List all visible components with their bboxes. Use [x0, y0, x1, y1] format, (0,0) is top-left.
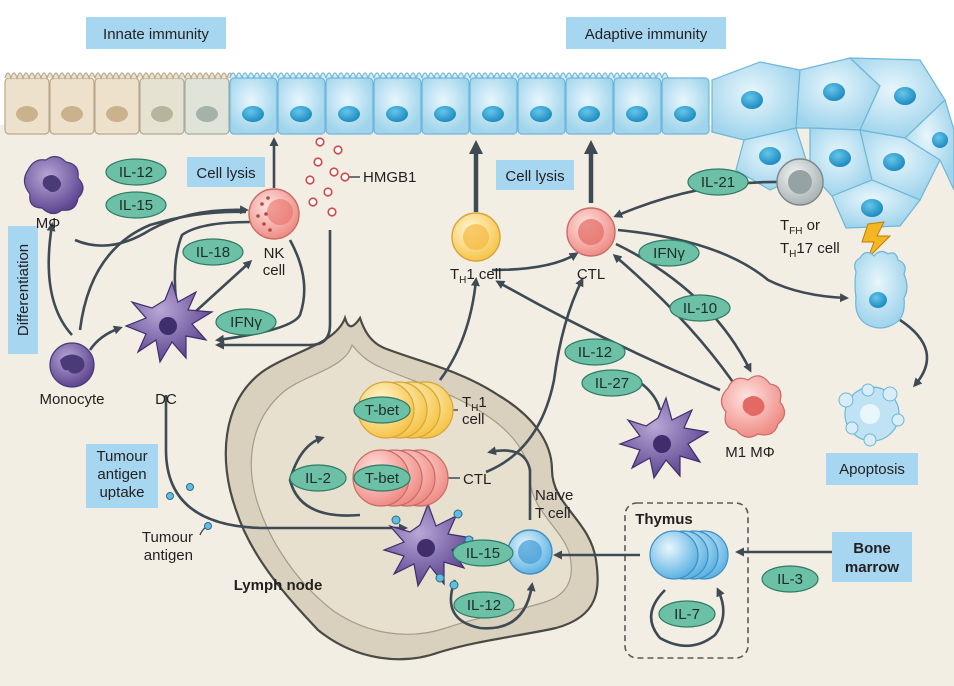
naive-label-1: Naive	[535, 487, 573, 504]
tumour-antigen-particle	[166, 492, 174, 500]
thymus-cells	[649, 530, 729, 580]
tumour-antigen-label-2: antigen	[144, 547, 193, 564]
tbet-th1-label: T-bet	[365, 402, 400, 419]
bone-marrow-box	[832, 532, 912, 582]
adaptive-immunity-header	[566, 17, 726, 49]
bone-marrow-line2: marrow	[845, 559, 900, 576]
il15-top-label: IL-15	[119, 197, 153, 214]
naive-label-2: T cell	[535, 505, 571, 522]
cell-lysis-box-left	[187, 157, 265, 187]
tfh-th17-nucleus	[788, 170, 812, 194]
ctl-label: CTL	[577, 266, 605, 283]
dendritic-cell-mid	[618, 396, 710, 480]
ifng-right-label: IFNγ	[653, 245, 685, 262]
tumour-antigen-particle	[204, 522, 212, 530]
cytokine-pills: IL-12 IL-15 IL-18 IFNγ IL-21 IFNγ IL-10 …	[105, 158, 819, 628]
thymus-label: Thymus	[635, 511, 693, 528]
innate-immunity-header	[86, 17, 226, 49]
ln-th1-cell-label: cell	[462, 411, 485, 428]
lymph-node-label: Lymph node	[234, 577, 323, 594]
tumour-antigen-label-1: Tumour	[142, 529, 193, 546]
cell-lysis-box-right	[496, 160, 574, 190]
il12-top-label: IL-12	[119, 164, 153, 181]
il12-mid-label: IL-12	[578, 344, 612, 361]
ifng-left-label: IFNγ	[230, 314, 262, 331]
lightning-icon	[861, 221, 892, 259]
adaptive-immunity-label: Adaptive immunity	[585, 26, 708, 43]
il3-label: IL-3	[777, 571, 803, 588]
il10-label: IL-10	[683, 300, 717, 317]
epithelium-beige	[4, 72, 234, 135]
tumour-cell-dying	[854, 250, 908, 329]
hmgb1-particles	[305, 137, 350, 217]
ln-ctl-label: CTL	[463, 471, 491, 488]
tumour-antigen-uptake-box	[86, 444, 158, 508]
naive-t-cell-nucleus	[518, 540, 542, 564]
il12-ln-label: IL-12	[467, 597, 501, 614]
apoptosis-box	[826, 453, 918, 485]
arrows	[46, 137, 929, 648]
m1-macrophage-nucleus	[742, 396, 765, 416]
apoptotic-cell	[838, 383, 905, 447]
innate-immunity-label: Innate immunity	[103, 26, 209, 43]
tumour-antigen-particle	[186, 483, 194, 491]
th1-cell-label: TH1 cell	[450, 266, 501, 286]
nk-nucleus	[267, 199, 293, 225]
differentiation-label: Differentiation	[15, 244, 32, 336]
epithelium-blue	[229, 72, 710, 135]
macrophage-label: MΦ	[36, 215, 60, 232]
tumour-antigen-uptake-line3: uptake	[99, 484, 144, 501]
differentiation-box	[8, 226, 38, 354]
nk-cell-label-1: NK	[264, 245, 285, 262]
nk-granules	[256, 196, 272, 232]
il21-label: IL-21	[701, 174, 735, 191]
il18-label: IL-18	[196, 244, 230, 261]
cell-lysis-label-right: Cell lysis	[505, 168, 564, 185]
bone-marrow-line1: Bone	[853, 540, 891, 557]
th1-nucleus	[463, 224, 489, 250]
cell-lysis-label-left: Cell lysis	[196, 165, 255, 182]
ln-th1-label: TH1	[462, 394, 487, 414]
il2-label: IL-2	[305, 470, 331, 487]
il27-label: IL-27	[595, 375, 629, 392]
monocyte-nucleus	[60, 354, 85, 374]
tfh-label: TFH or	[780, 217, 820, 237]
il7-label: IL-7	[674, 606, 700, 623]
th17-label: TH17 cell	[780, 240, 840, 260]
macrophage-nucleus	[42, 175, 61, 192]
m1-macrophage-label: M1 MΦ	[725, 444, 775, 461]
monocyte-label: Monocyte	[39, 391, 104, 408]
tumour-cell-dying-nucleus	[869, 292, 887, 308]
apoptosis-label: Apoptosis	[839, 461, 905, 478]
dendritic-cell-left	[124, 280, 214, 364]
nk-cell-label-2: cell	[263, 262, 286, 279]
dc-label: DC	[155, 391, 177, 408]
hmgb1-label: HMGB1	[363, 169, 416, 186]
tbet-ctl-label: T-bet	[365, 470, 400, 487]
il15-ln-label: IL-15	[466, 545, 500, 562]
ctl-nucleus	[578, 219, 604, 245]
tumour-antigen-uptake-line1: Tumour	[96, 448, 147, 465]
tumour-cell-cluster	[711, 57, 954, 229]
dendritic-cell-lymph-node	[382, 502, 474, 590]
tumour-antigen-uptake-line2: antigen	[97, 466, 146, 483]
